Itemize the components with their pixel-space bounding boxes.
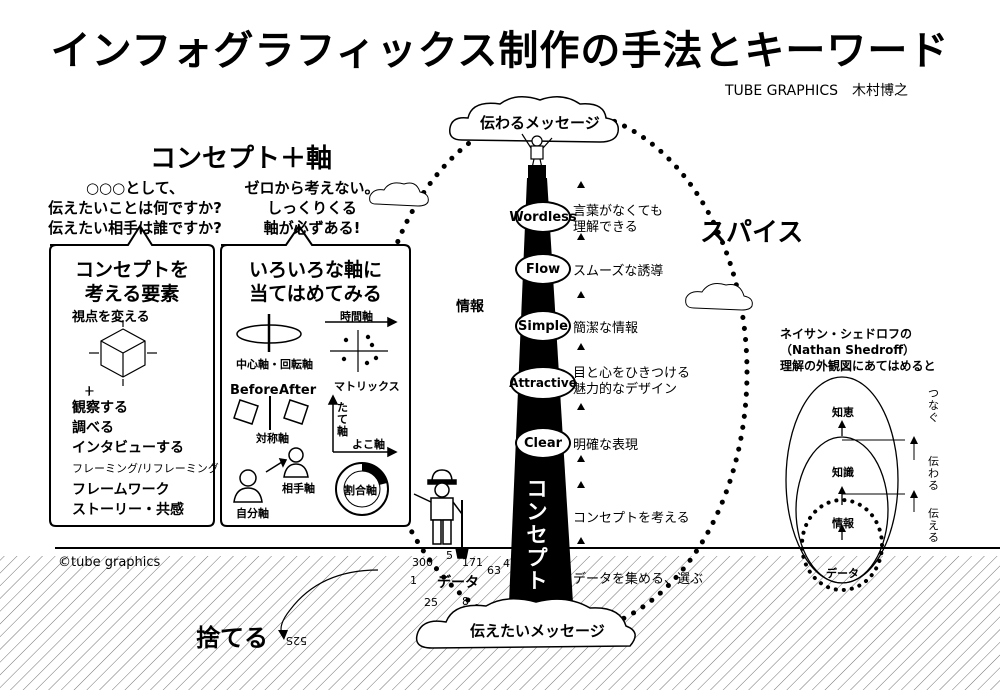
info-label: 情報 <box>456 299 484 315</box>
keyword-clear: Clear <box>515 427 571 459</box>
self-partner-icon <box>233 447 309 503</box>
time-axis-icon <box>325 316 398 328</box>
page-title: インフォグラフィックス制作の手法とキーワード <box>50 28 950 74</box>
matrix-label: マトリックス <box>334 380 400 393</box>
connect-label: つなぐ <box>928 387 939 424</box>
plus-sign: + <box>84 384 95 399</box>
after-label: After <box>279 383 317 398</box>
box-left <box>49 224 215 527</box>
number: 25 <box>424 596 438 609</box>
time-axis-label: 時間軸 <box>340 310 373 323</box>
knowledge-label: 知識 <box>832 466 854 479</box>
partner-axis-label: 相手軸 <box>282 482 315 495</box>
copyright: ©tube graphics <box>58 555 161 570</box>
bottom-cloud <box>415 598 636 649</box>
keyword-attractive: Attractive <box>509 366 577 400</box>
cube-icon <box>89 320 157 386</box>
transmit-label: 伝わる <box>928 455 939 492</box>
discard-label: 捨てる <box>196 624 268 652</box>
wisdom-label: 知恵 <box>832 406 854 419</box>
ratio-axis-icon <box>335 462 389 516</box>
before-label: Before <box>230 383 279 398</box>
vertical-axis-label: たて軸 <box>337 401 348 438</box>
box-right-title: いろいろな軸に当てはめてみる <box>248 259 382 305</box>
small-cloud-2 <box>685 283 753 311</box>
data-label: データ <box>437 575 479 591</box>
info-level-label: 情報 <box>832 517 854 530</box>
keyword-wordless: Wordless <box>509 201 577 233</box>
shedroff-title: ネイサン・シェドロフの （Nathan Shedroff） 理解の外観図にあては… <box>780 327 936 373</box>
tower-triangles <box>577 181 585 544</box>
viewpoint-label: 視点を変える <box>72 310 150 325</box>
number: 5 <box>446 549 453 562</box>
discard-arrow <box>280 569 379 635</box>
concept-axis-heading: コンセプト＋軸 <box>150 144 333 174</box>
rotation-axis-icon <box>236 314 302 352</box>
question-left: ○○○として、伝えたいことは何ですか?伝えたい相手は誰ですか? <box>48 179 222 237</box>
question-right: ゼロから考えない。しっくりくる軸が必ずある! <box>244 179 380 237</box>
keyword-simple: Simple <box>515 310 571 342</box>
xy-axis-icon <box>327 394 398 458</box>
center-axis-label: 中心軸・回転軸 <box>236 358 313 371</box>
shedroff-diagram <box>785 376 905 592</box>
concept-think-label: コンセプトを考える <box>573 511 690 526</box>
number: 300 <box>412 556 433 569</box>
data-collect-label: データを集める、選ぶ <box>573 572 704 587</box>
symmetry-axis-label: 対称軸 <box>256 432 289 445</box>
concept-items: 観察する 調べる インタビューする フレーミング/リフレーミング フレームワーク… <box>72 400 219 518</box>
number: 8 <box>462 595 469 608</box>
small-cloud-1 <box>369 182 429 207</box>
flow-desc: スムーズな誘導 <box>573 264 664 279</box>
climber-figure <box>521 133 553 169</box>
bottom-cloud-label: 伝えたいメッセージ <box>470 622 605 640</box>
box-right <box>220 224 411 527</box>
simple-desc: 簡潔な情報 <box>573 321 639 336</box>
keyword-flow: Flow <box>515 253 571 285</box>
attractive-desc: 目と心をひきつける魅力的なデザイン <box>573 366 691 397</box>
box-left-title: コンセプトを考える要素 <box>74 259 189 305</box>
number: 1 <box>410 574 417 587</box>
author: TUBE GRAPHICS 木村博之 <box>724 83 908 99</box>
before-after-icon <box>233 396 309 430</box>
data-level-label: データ <box>826 567 859 580</box>
tower-concept-label: コンセプト <box>526 477 548 593</box>
wordless-desc: 言葉がなくても理解できる <box>573 204 663 235</box>
top-cloud-label: 伝わるメッセージ <box>480 114 600 132</box>
horizontal-axis-label: よこ軸 <box>352 438 385 451</box>
ratio-axis-label: 割合軸 <box>344 484 377 497</box>
discard-number: 52S <box>286 634 307 647</box>
worker-figure <box>413 469 469 559</box>
spice-label: スパイス <box>700 218 804 248</box>
tell-label: 伝える <box>928 507 939 544</box>
top-cloud <box>449 96 619 143</box>
matrix-icon <box>330 330 388 372</box>
self-axis-label: 自分軸 <box>236 507 269 520</box>
number: 4 <box>503 557 510 570</box>
clear-desc: 明確な表現 <box>573 438 639 453</box>
number: 63 <box>487 564 501 577</box>
number: 171 <box>462 556 483 569</box>
